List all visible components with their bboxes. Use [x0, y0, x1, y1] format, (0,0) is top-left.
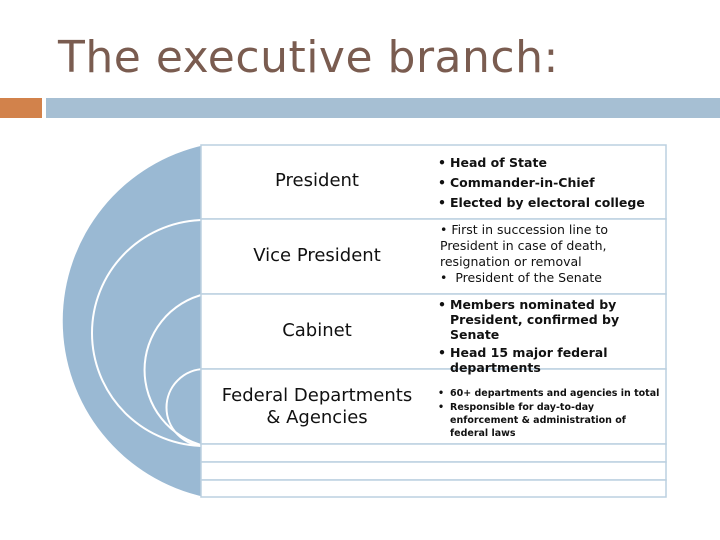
- bullet-glyph: •: [440, 222, 448, 237]
- row-label-vice-president: Vice President: [253, 245, 381, 266]
- title-rule-bar: [46, 98, 720, 118]
- row-label-cabinet: Cabinet: [282, 320, 352, 341]
- row-empty-1: [200, 443, 667, 463]
- row-label-federal-departments: Federal Departments & Agencies: [221, 385, 413, 428]
- row-label-president: President: [275, 170, 359, 191]
- bullet-item: Responsible for day-to-day enforcement &…: [438, 401, 664, 440]
- bullet-item: Elected by electoral college: [438, 193, 645, 213]
- row-empty-2: [200, 461, 667, 481]
- arc-ring-4: [165, 368, 206, 447]
- bullet-item: 60+ departments and agencies in total: [438, 387, 664, 400]
- bullet-glyph: •: [440, 270, 448, 285]
- arc-ring-2: [91, 219, 206, 447]
- bullet-item: Head 15 major federal departments: [438, 345, 664, 375]
- bullet-item: Commander-in-Chief: [438, 173, 645, 193]
- row-empty-3: [200, 479, 667, 498]
- bullet-item: Head of State: [438, 153, 645, 173]
- vice-president-bullets: •First in succession line to President i…: [440, 222, 664, 286]
- president-bullets: Head of State Commander-in-Chief Elected…: [438, 153, 645, 213]
- cabinet-bullets: Members nominated by President, confirme…: [438, 297, 664, 378]
- bullet-item: Members nominated by President, confirme…: [438, 297, 664, 342]
- title-accent-bar: [0, 98, 42, 118]
- bullet-text: President of the Senate: [455, 270, 602, 285]
- slide-title: The executive branch:: [58, 32, 559, 83]
- row-vice-president: [200, 218, 667, 295]
- bullet-text: First in succession line to President in…: [440, 222, 609, 269]
- bullet-item: • President of the Senate: [440, 270, 664, 286]
- federal-departments-bullets: 60+ departments and agencies in total Re…: [438, 387, 664, 441]
- bullet-item: •First in succession line to President i…: [440, 222, 664, 270]
- arc-outer: [62, 145, 205, 497]
